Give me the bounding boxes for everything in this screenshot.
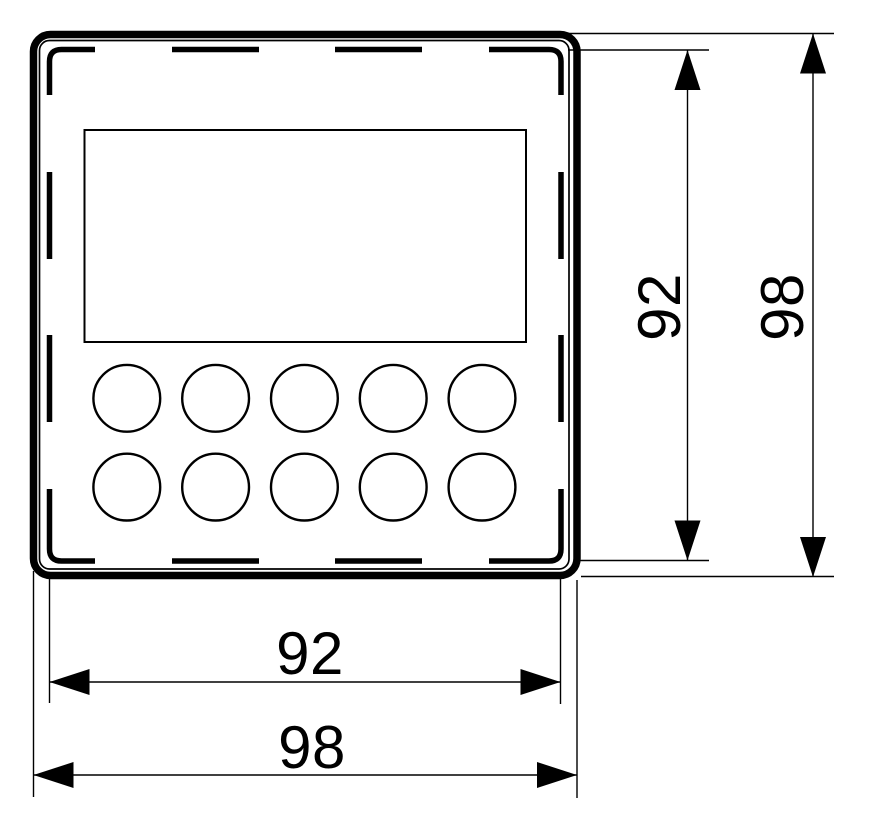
keypad-button: [447, 363, 517, 433]
keypad-button: [358, 452, 428, 522]
keypad-button: [92, 363, 162, 433]
display-window: [83, 129, 527, 343]
keypad-button: [181, 363, 251, 433]
keypad: [92, 363, 517, 522]
dimension-overall-width: 98: [32, 571, 578, 798]
device-bezel: [29, 30, 581, 580]
arrowhead-right-icon: [520, 669, 561, 695]
bezel-outer-frame: [29, 30, 581, 580]
keypad-button: [181, 452, 251, 522]
arrowhead-down-icon: [800, 537, 826, 577]
arrowhead-down-icon: [674, 520, 701, 561]
keypad-button: [447, 452, 517, 522]
arrowhead-right-icon: [537, 762, 577, 788]
bezel-inner-line: [38, 39, 570, 570]
dimension-cutout-width: 92: [48, 576, 562, 704]
arrowhead-up-icon: [674, 50, 701, 90]
cutout-corner-bottom-right: [489, 489, 564, 564]
cutout-corner-top-right: [489, 46, 564, 95]
dimension-label: 98: [749, 273, 816, 341]
keypad-button: [92, 452, 162, 522]
arrowhead-left-icon: [49, 669, 90, 695]
dimension-overall-height: 98: [559, 32, 834, 578]
keypad-button: [269, 363, 340, 433]
keypad-button: [269, 452, 340, 522]
arrowhead-up-icon: [800, 33, 826, 74]
cutout-corner-bottom-left: [46, 489, 95, 564]
dimension-cutout-height: 92: [568, 49, 709, 562]
dimension-label: 92: [276, 620, 344, 687]
dimension-label: 98: [278, 714, 346, 781]
keypad-button: [358, 363, 428, 433]
cutout-corner-top-left: [46, 46, 95, 95]
arrowhead-left-icon: [33, 762, 74, 788]
dimension-label: 92: [626, 273, 693, 341]
cutout-dashed-outline: [46, 46, 564, 564]
